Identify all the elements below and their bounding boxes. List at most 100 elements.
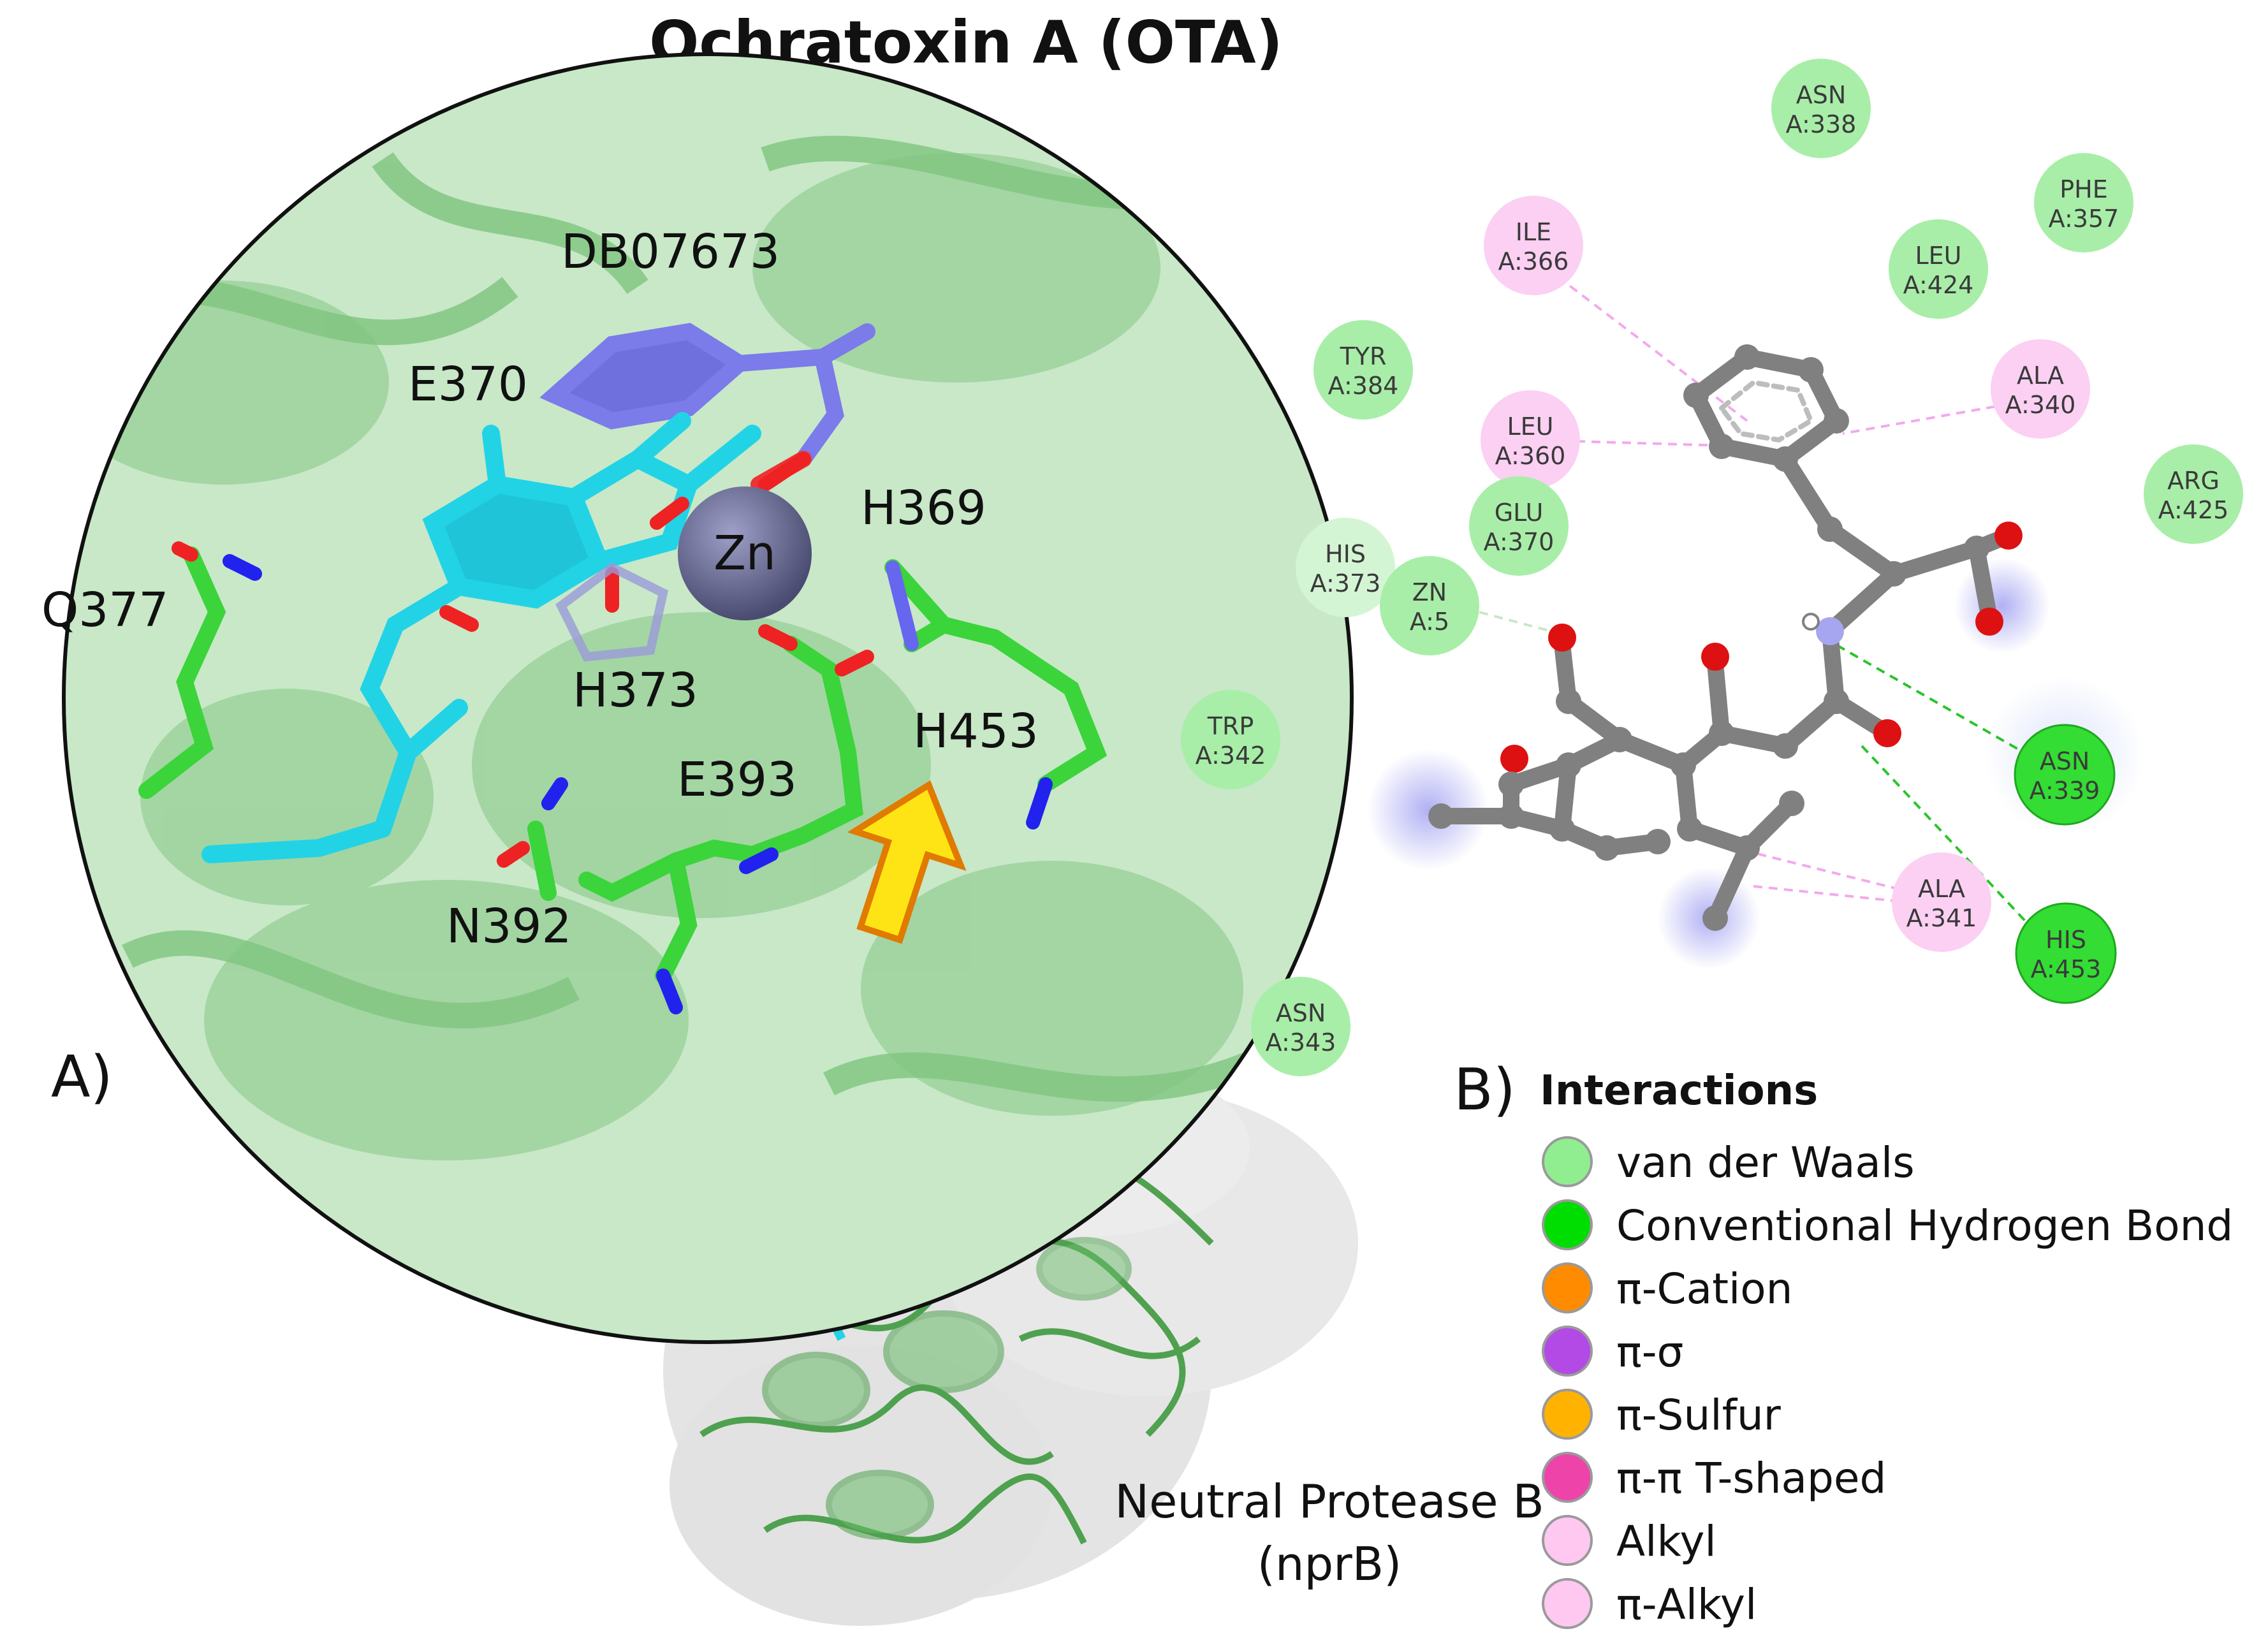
legend-swatch — [1542, 1199, 1593, 1250]
residue-name: GLU — [1495, 499, 1544, 527]
ligand-ota — [201, 412, 761, 863]
residue-name: PHE — [2060, 175, 2108, 203]
residue-id: A:342 — [1196, 742, 1266, 770]
residue-id: A:339 — [2030, 777, 2100, 805]
residue-circle — [1771, 59, 1871, 158]
residue-name: ARG — [2167, 467, 2220, 495]
legend-label: π-Sulfur — [1616, 1391, 1782, 1440]
residue-name: LEU — [1915, 242, 1962, 270]
residue-circle — [1181, 690, 1280, 789]
residue-name: ASN — [1276, 999, 1326, 1027]
residue-name: ASN — [1796, 81, 1847, 109]
legend-label: π-Cation — [1616, 1264, 1793, 1313]
legend-title: Interactions — [1540, 1067, 1818, 1115]
residue-disc: ZNA:5 — [1380, 556, 1479, 655]
residue-name: ALA — [2017, 362, 2064, 390]
arrow-icon — [847, 780, 967, 944]
residue-name: HIS — [1325, 540, 1366, 568]
residue-circle — [2034, 153, 2133, 252]
legend-item: π-Alkyl — [1542, 1578, 1757, 1629]
residue-id: A:340 — [2005, 391, 2076, 419]
residue-circle — [1380, 556, 1479, 655]
label-e370: E370 — [408, 357, 528, 412]
residue-circle — [1251, 977, 1350, 1076]
residue-id: A:424 — [1903, 271, 1974, 299]
legend-swatch — [1542, 1578, 1593, 1629]
label-h453: H453 — [913, 704, 1039, 759]
residue-id: A:384 — [1328, 372, 1399, 400]
residue-name: HIS — [2045, 926, 2086, 954]
residue-sticks — [138, 546, 1108, 984]
residue-id: A:5 — [1410, 608, 1449, 636]
zinc-label: Zn — [713, 526, 776, 581]
residue-circle — [2144, 444, 2243, 544]
residue-circle — [1313, 320, 1413, 420]
protein-abbrev: (nprB) — [1257, 1537, 1402, 1591]
label-e393: E393 — [677, 752, 797, 807]
residue-name: ILE — [1516, 218, 1551, 246]
legend-swatch — [1542, 1262, 1593, 1313]
zoom-circle-border — [62, 52, 1354, 1344]
h373-ring — [555, 562, 669, 662]
residue-name: TYR — [1340, 342, 1387, 370]
residue-id: A:425 — [2158, 496, 2229, 524]
zinc-atom — [678, 486, 812, 620]
legend-item: π-Cation — [1542, 1262, 1793, 1313]
legend-label: π-Alkyl — [1616, 1580, 1757, 1629]
label-h373: H373 — [573, 663, 698, 718]
label-h369: H369 — [861, 481, 986, 536]
zoom-view: Zn — [64, 54, 1352, 1342]
residue-name: TRP — [1207, 712, 1254, 740]
residue-id: A:370 — [1484, 528, 1555, 556]
label-n392: N392 — [446, 899, 572, 954]
residue-circle — [2015, 902, 2117, 1004]
glow-blue-3 — [1954, 558, 2050, 654]
legend-swatch — [1542, 1389, 1593, 1440]
legend-swatch — [1542, 1326, 1593, 1377]
residue-circle — [1892, 852, 1991, 952]
residue-id: A:357 — [2049, 205, 2119, 233]
legend-item: Alkyl — [1542, 1515, 1716, 1566]
residue-name: ASN — [2040, 747, 2090, 775]
residue-name: ALA — [1918, 875, 1965, 903]
residue-circle — [1481, 390, 1580, 490]
residue-circle — [1889, 219, 1988, 319]
ota-atoms — [1428, 344, 2023, 931]
legend-label: Conventional Hydrogen Bond — [1616, 1201, 2233, 1250]
residue-id: A:360 — [1495, 442, 1566, 470]
label-q377: Q377 — [41, 583, 169, 638]
residue-id: A:343 — [1266, 1028, 1336, 1056]
panel-a-label: A) — [51, 1044, 113, 1111]
panel-b-label: B) — [1454, 1056, 1516, 1123]
legend-item: Conventional Hydrogen Bond — [1542, 1199, 2233, 1250]
legend-label: Alkyl — [1616, 1517, 1716, 1566]
residue-id: A:453 — [2031, 955, 2102, 983]
residue-circle — [1484, 196, 1583, 295]
legend-item: π-π T-shaped — [1542, 1452, 1886, 1503]
legend-swatch — [1542, 1136, 1593, 1187]
legend-label: π-π T-shaped — [1616, 1454, 1886, 1503]
residue-id: A:338 — [1786, 110, 1857, 138]
legend-swatch — [1542, 1452, 1593, 1503]
protein-name: Neutral Protease B — [1115, 1475, 1544, 1528]
residue-name: LEU — [1507, 413, 1554, 441]
residue-circle — [1991, 339, 2090, 439]
heteroatom-sticks — [172, 452, 1053, 1014]
residue-circle — [1469, 476, 1569, 576]
legend-label: π-σ — [1616, 1327, 1683, 1377]
glow-blue-1 — [1368, 749, 1489, 870]
